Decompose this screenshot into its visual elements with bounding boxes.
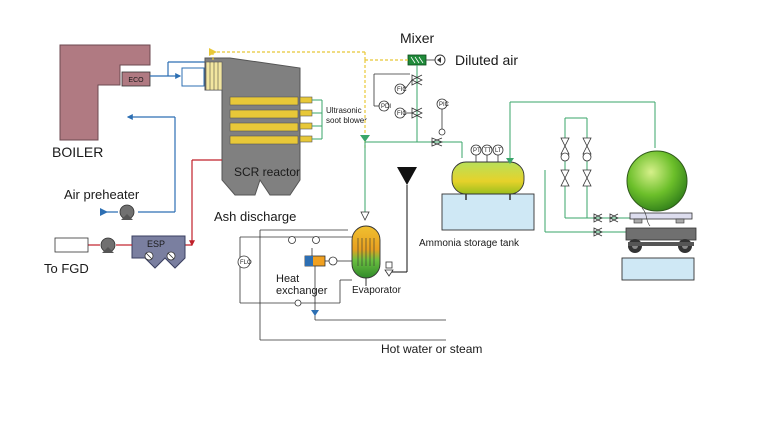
esp-label: ESP — [147, 239, 165, 249]
ammonia-supply-line — [360, 137, 463, 221]
transfer-valves — [560, 137, 619, 237]
steam-inlet-arrow — [311, 310, 319, 316]
esp — [131, 235, 186, 269]
mixer-label: Mixer — [400, 30, 435, 46]
ammonia-control-valves — [373, 65, 448, 142]
instr-lt: LT — [495, 148, 502, 154]
diluted-air-label: Diluted air — [455, 52, 518, 68]
fgd-box — [54, 237, 89, 253]
scr-reactor-label: SCR reactor — [234, 165, 300, 179]
evaporator-level-valve — [384, 261, 394, 277]
ultrasonic-label: Ultrasonic — [326, 106, 362, 115]
instr-pdi: PDI — [381, 104, 391, 110]
tank-base — [441, 193, 535, 231]
air-preheater-label: Air preheater — [64, 187, 140, 202]
scr-reactor — [204, 57, 323, 196]
heat-label: Heat — [276, 273, 299, 285]
evaporator — [351, 225, 381, 286]
flue-duct — [150, 61, 205, 87]
air-preheater-fan — [119, 204, 135, 220]
instr-fic-1: FIC — [397, 87, 407, 93]
exchanger-label: exchanger — [276, 285, 328, 297]
eco-label: ECO — [128, 77, 144, 84]
soot-blower-label: soot blower — [326, 116, 367, 125]
boiler-label: BOILER — [52, 144, 103, 160]
instr-pic: PIC — [439, 102, 450, 108]
instr-tt: TT — [484, 148, 492, 154]
evaporator-label: Evaporator — [352, 285, 402, 296]
ammonia-storage-tank-label: Ammonia storage tank — [419, 238, 520, 249]
flue-outlet-line — [175, 159, 222, 247]
hot-water-label: Hot water or steam — [381, 342, 482, 356]
air-line — [100, 114, 176, 216]
mixer — [407, 54, 427, 66]
sphere-base — [621, 257, 695, 281]
eco-box — [121, 71, 151, 87]
hot-water-loop — [237, 229, 446, 341]
ammonia-storage-tank — [441, 144, 535, 231]
ash-discharge-label: Ash discharge — [214, 209, 296, 224]
diluted-air-fan — [434, 54, 446, 66]
instr-fic-2: FIC — [397, 111, 407, 117]
heat-exchanger — [304, 248, 352, 267]
ammonia-sphere — [621, 150, 697, 281]
to-fgd-label: To FGD — [44, 261, 89, 276]
filter-symbol — [397, 167, 417, 185]
tank-inlet-arrow — [506, 158, 514, 164]
instr-flo: FLO — [240, 260, 252, 266]
fgd-line — [54, 237, 132, 253]
boiler: ECO — [59, 44, 151, 141]
catalyst-layers — [229, 96, 299, 145]
soot-blower-nozzles — [299, 96, 313, 143]
instr-pt: PT — [473, 148, 481, 154]
